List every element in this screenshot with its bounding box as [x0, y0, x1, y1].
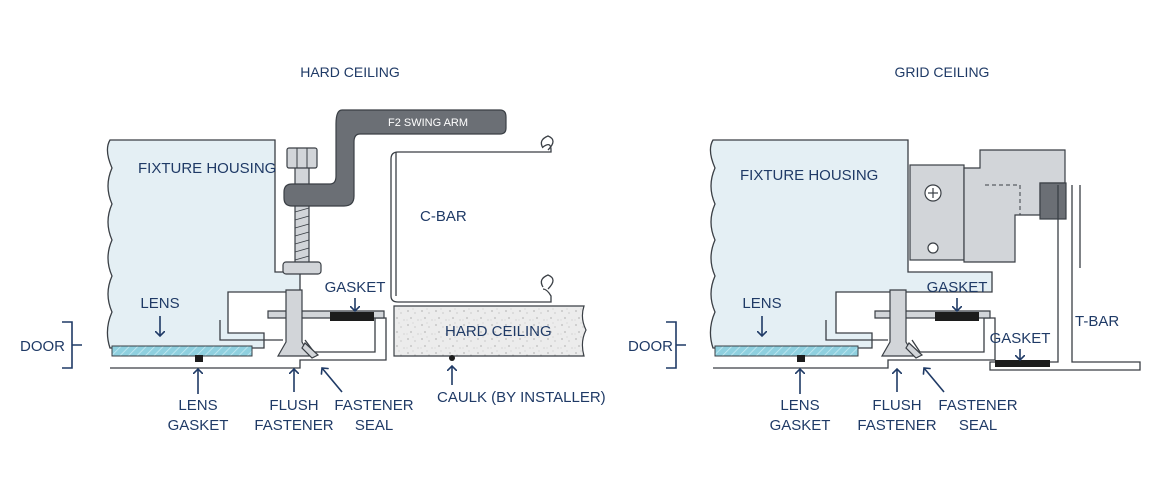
grid-lens-gasket	[797, 355, 805, 362]
lens	[111, 345, 253, 357]
bolt-washer	[282, 261, 322, 275]
lens-gasket-label-line1: LENS	[178, 397, 217, 414]
grid-ceiling-panel: GRID CEILING FIXTURE HOUSING T-BAR	[628, 64, 1141, 434]
lens-gasket	[195, 355, 203, 362]
door-label: DOOR	[20, 338, 65, 355]
caulk-label: CAULK (BY INSTALLER)	[437, 389, 606, 406]
grid-lens-gasket-label-line1: LENS	[780, 397, 819, 414]
fixture-housing-label: FIXTURE HOUSING	[138, 160, 276, 177]
swing-arm-label: F2 SWING ARM	[388, 117, 468, 129]
t-bar-label: T-BAR	[1075, 313, 1119, 330]
door-bracket	[62, 321, 82, 369]
gasket	[330, 312, 374, 321]
c-bar-label: C-BAR	[420, 208, 467, 225]
grid-fastener-seal-label-line2: SEAL	[959, 417, 997, 434]
grid-door-trim	[713, 317, 996, 369]
fixture-housing	[106, 139, 301, 349]
hole-icon	[927, 242, 939, 254]
grid-gasket-label: GASKET	[927, 279, 988, 296]
gasket-label: GASKET	[325, 279, 386, 296]
door-trim	[110, 317, 387, 369]
grid-lens-label: LENS	[742, 295, 781, 312]
grid-fixture-housing-label: FIXTURE HOUSING	[740, 167, 878, 184]
grid-tbar-gasket	[995, 360, 1050, 367]
hex-nut	[286, 147, 318, 169]
grid-flush-fastener-label-line2: FASTENER	[857, 417, 936, 434]
f2-swing-arm	[283, 109, 507, 207]
grid-door-bracket	[666, 321, 686, 369]
grid-tbar-gasket-label: GASKET	[990, 330, 1051, 347]
hard-ceiling-block-label: HARD CEILING	[445, 323, 552, 340]
flush-fastener-label-line2: FASTENER	[254, 417, 333, 434]
fastener-seal-label-line1: FASTENER	[334, 397, 413, 414]
grid-lens	[714, 345, 859, 357]
grid-lens-gasket-label-line2: GASKET	[770, 417, 831, 434]
fastener-seal-label-line2: SEAL	[355, 417, 393, 434]
caulk-bead	[449, 355, 455, 361]
grid-clip-block	[1039, 182, 1067, 220]
grid-door-label: DOOR	[628, 338, 673, 355]
hard-ceiling-title: HARD CEILING	[300, 64, 400, 80]
lens-gasket-label-line2: GASKET	[168, 417, 229, 434]
grid-ceiling-title: GRID CEILING	[895, 64, 990, 80]
grid-fastener-seal-arrow	[924, 368, 945, 393]
grid-fixture-housing	[709, 139, 993, 349]
lens-label: LENS	[140, 295, 179, 312]
fastener-seal	[301, 342, 320, 359]
fastener-seal-arrow	[322, 368, 343, 393]
grid-fastener-seal	[905, 342, 924, 359]
grid-flush-fastener-label-line1: FLUSH	[872, 397, 921, 414]
hard-ceiling-panel: HARD CEILING FIXTURE HOUSING F2 SWING AR…	[20, 64, 606, 434]
c-bar	[390, 143, 552, 303]
hard-ceiling-block	[393, 305, 587, 357]
grid-fastener-seal-label-line1: FASTENER	[938, 397, 1017, 414]
threaded-rod	[294, 157, 310, 271]
grid-gasket	[935, 312, 979, 321]
flush-fastener-label-line1: FLUSH	[269, 397, 318, 414]
